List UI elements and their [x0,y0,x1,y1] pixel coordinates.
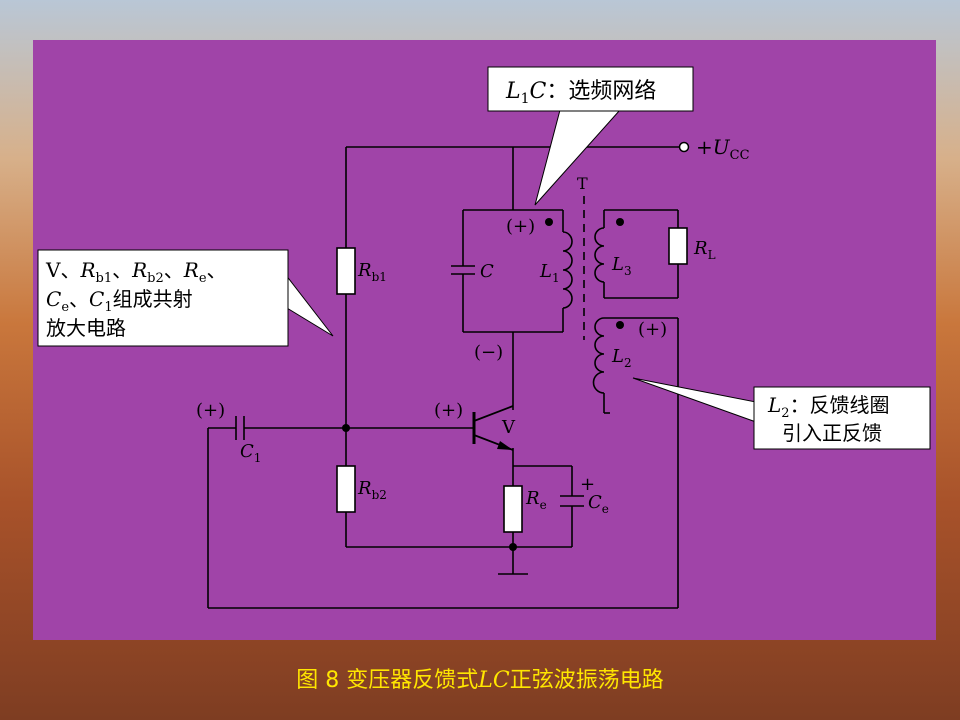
re-resistor [503,485,523,533]
l3-label: L3 [611,254,632,278]
l1-dot-marker [545,218,553,226]
base-junction [342,424,350,432]
transformer-label: T [577,174,588,193]
feedback-callout-line2: 引入正反馈 [782,421,882,445]
l2-polarity: (+) [638,319,667,340]
rb1-resistor [336,247,356,295]
rb2-resistor [336,465,356,513]
l1-inductor [562,231,573,309]
vcc-label: +UCC [696,135,750,163]
feedback-callout-line1: L2：反馈线圈 [767,393,890,421]
amp-callout-line1: V、Rb1、Rb2、Re、 [45,258,227,286]
ce-capacitor [560,495,584,507]
l2-inductor [592,317,605,394]
feedback-callout-box [753,386,931,450]
lc-callout-box [487,66,694,112]
c-label: C [480,261,494,282]
emitter-arrow [497,441,513,450]
rb1-label: Rb1 [357,260,387,284]
amp-callout-box [37,249,289,347]
lc-callout-text: L1C：选频网络 [505,79,656,107]
amp-callout-pointer [281,268,334,337]
re-label: Re [525,488,547,512]
amp-callout-line2: Ce、C1组成共射 [46,287,193,315]
c1-capacitor [235,416,245,440]
l2-label: L2 [611,346,632,370]
l3-dot-marker [616,218,624,226]
ground-junction [509,543,517,551]
l2-dot-marker [616,321,624,329]
base-polarity: (+) [434,400,463,421]
rl-resistor [668,227,688,265]
rb2-label: Rb2 [357,478,387,502]
c1-polarity: (+) [196,400,225,421]
ce-polarity: + [580,474,595,495]
wires [207,146,680,609]
transistor-label: V [501,417,516,438]
ce-label: Ce [588,492,609,516]
amp-callout-line3: 放大电路 [46,316,126,340]
l1-top-polarity: (+) [506,216,535,237]
rl-label: RL [693,238,716,262]
l3-inductor [594,227,605,283]
vcc-terminal [678,141,690,153]
l1-label: L1 [539,261,560,285]
c1-label: C1 [240,441,261,465]
c-capacitor [451,265,475,275]
feedback-callout-pointer [632,377,757,423]
l1-bottom-polarity: (−) [474,342,503,363]
figure-caption: 图 8 变压器反馈式LC正弦波振荡电路 [296,668,664,693]
